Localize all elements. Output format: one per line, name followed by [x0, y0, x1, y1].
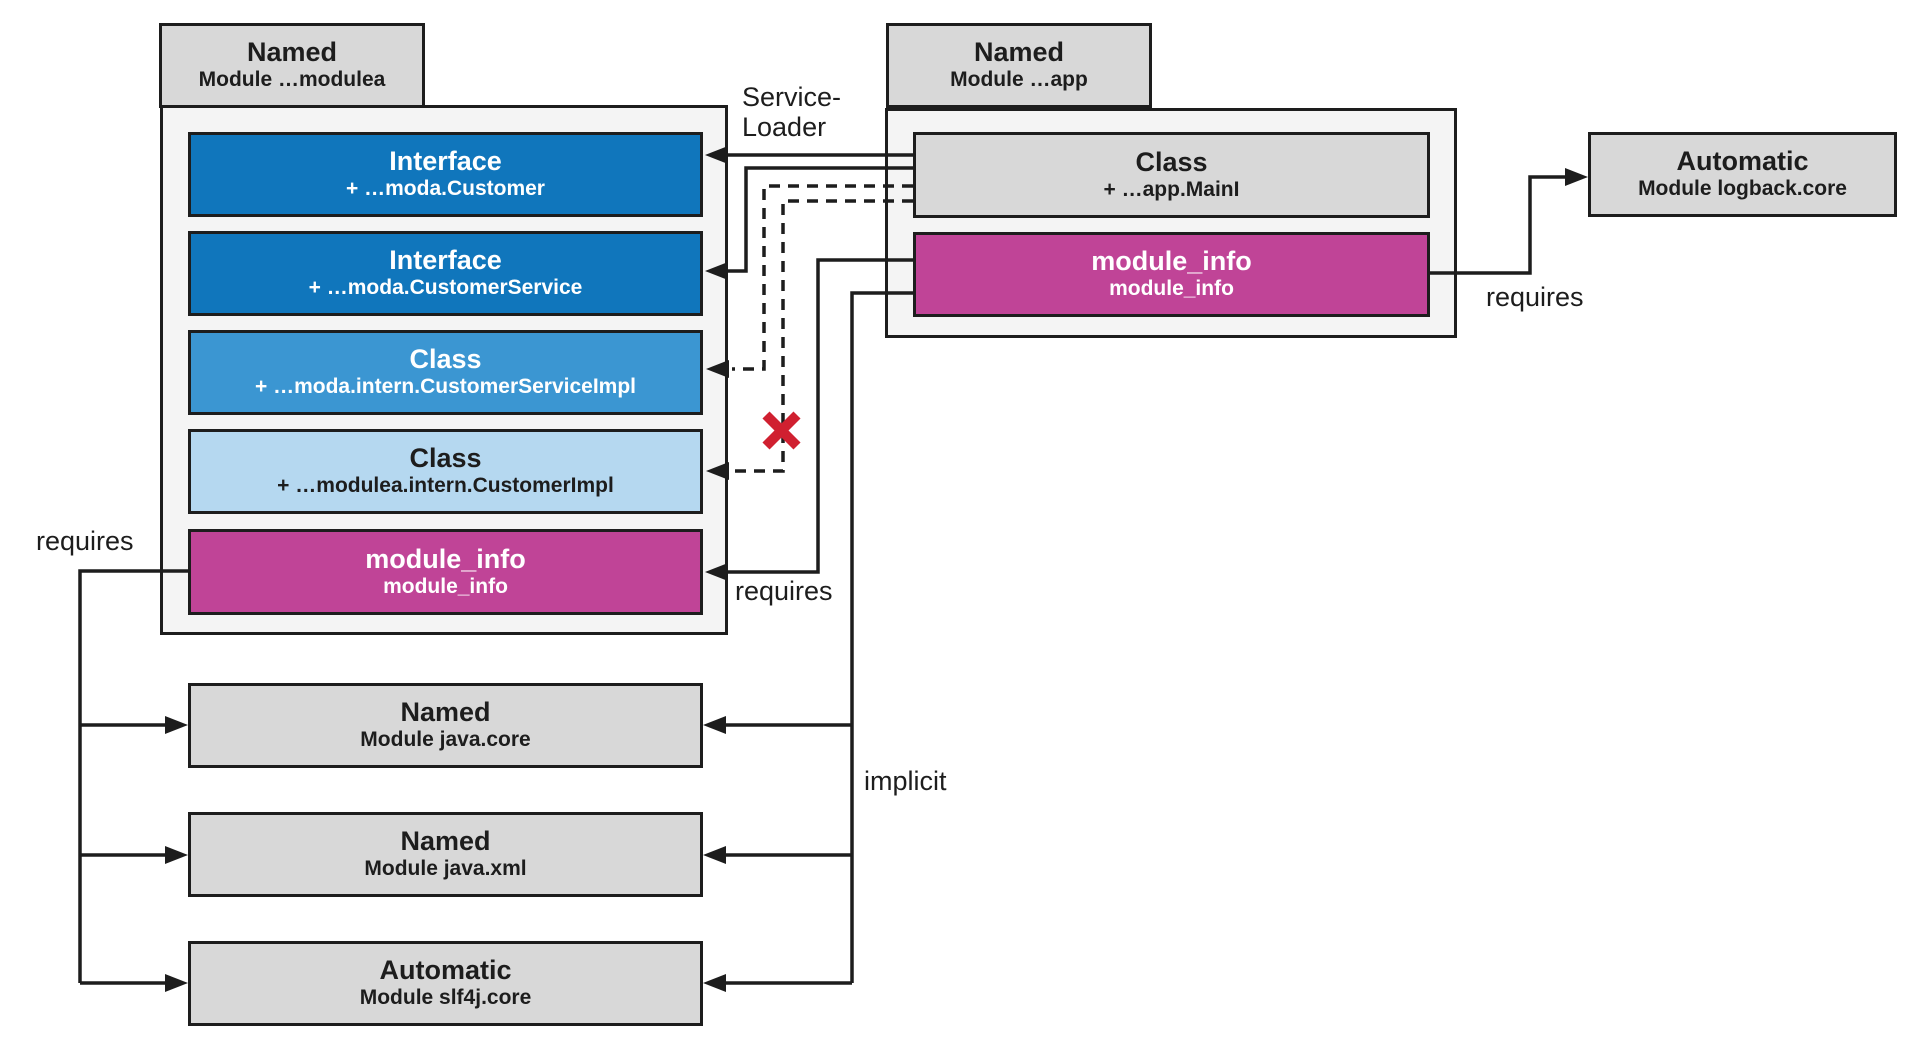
- box-subtitle: + …moda.CustomerService: [308, 276, 583, 300]
- tab-modulea: Named Module …modulea: [159, 23, 425, 108]
- box-subtitle: + …app.MainI: [1103, 177, 1240, 201]
- box-title: Named: [400, 826, 491, 857]
- arrow-requires-moduleinfo: [705, 258, 913, 581]
- box-class-customerimpl: Class + …modulea.intern.CustomerImpl: [188, 429, 703, 514]
- box-subtitle: + …moda.intern.CustomerServiceImpl: [254, 375, 637, 399]
- box-title: Class: [1135, 146, 1208, 177]
- box-named-javaxml: Named Module java.xml: [188, 812, 703, 897]
- box-title: Named: [400, 697, 491, 728]
- dashed-arrow-customerimpl: [706, 199, 913, 480]
- box-subtitle: Module slf4j.core: [359, 986, 532, 1010]
- box-automatic-logback: Automatic Module logback.core: [1588, 132, 1897, 217]
- arrow-serviceloader-customerservice: [705, 166, 913, 280]
- tab-app-title: Named: [973, 37, 1065, 68]
- box-class-maini: Class + …app.MainI: [913, 132, 1430, 218]
- box-class-customerserviceimpl: Class + …moda.intern.CustomerServiceImpl: [188, 330, 703, 415]
- box-interface-customer: Interface + …moda.Customer: [188, 132, 703, 217]
- dashed-arrow-customerserviceimpl: [706, 184, 913, 378]
- box-title: module_info: [1091, 246, 1252, 277]
- tab-app-subtitle: Module …app: [950, 68, 1088, 92]
- box-subtitle: Module java.xml: [364, 857, 527, 881]
- box-title: Class: [409, 344, 482, 375]
- box-automatic-slf4j: Automatic Module slf4j.core: [188, 941, 703, 1026]
- label-service-loader: Service- Loader: [742, 82, 842, 143]
- label-requires-middle: requires: [735, 576, 833, 606]
- box-module-info-app: module_info module_info: [913, 232, 1430, 317]
- tab-modulea-title: Named: [246, 37, 338, 68]
- box-subtitle: + …moda.Customer: [346, 177, 545, 201]
- box-title: module_info: [365, 543, 526, 574]
- label-requires-left: requires: [36, 526, 134, 556]
- box-subtitle: + …modulea.intern.CustomerImpl: [277, 474, 614, 498]
- box-subtitle: Module logback.core: [1638, 177, 1847, 201]
- box-subtitle: Module java.core: [360, 728, 531, 752]
- box-title: Interface: [389, 146, 502, 177]
- arrow-serviceloader-customer: [705, 146, 913, 164]
- red-x-icon: [762, 411, 801, 450]
- box-title: Class: [409, 443, 482, 474]
- box-title: Interface: [389, 245, 502, 276]
- tab-app: Named Module …app: [886, 23, 1152, 108]
- tab-modulea-subtitle: Module …modulea: [198, 68, 386, 92]
- box-title: Automatic: [1676, 146, 1809, 177]
- box-subtitle: module_info: [383, 574, 508, 598]
- arrow-implicit-group: [703, 291, 913, 992]
- box-interface-customerservice: Interface + …moda.CustomerService: [188, 231, 703, 316]
- box-subtitle: module_info: [1109, 277, 1234, 301]
- box-named-javacore: Named Module java.core: [188, 683, 703, 768]
- box-title: Automatic: [379, 955, 512, 986]
- box-module-info-modulea: module_info module_info: [188, 529, 703, 615]
- label-implicit: implicit: [864, 766, 947, 796]
- label-requires-right: requires: [1486, 282, 1584, 312]
